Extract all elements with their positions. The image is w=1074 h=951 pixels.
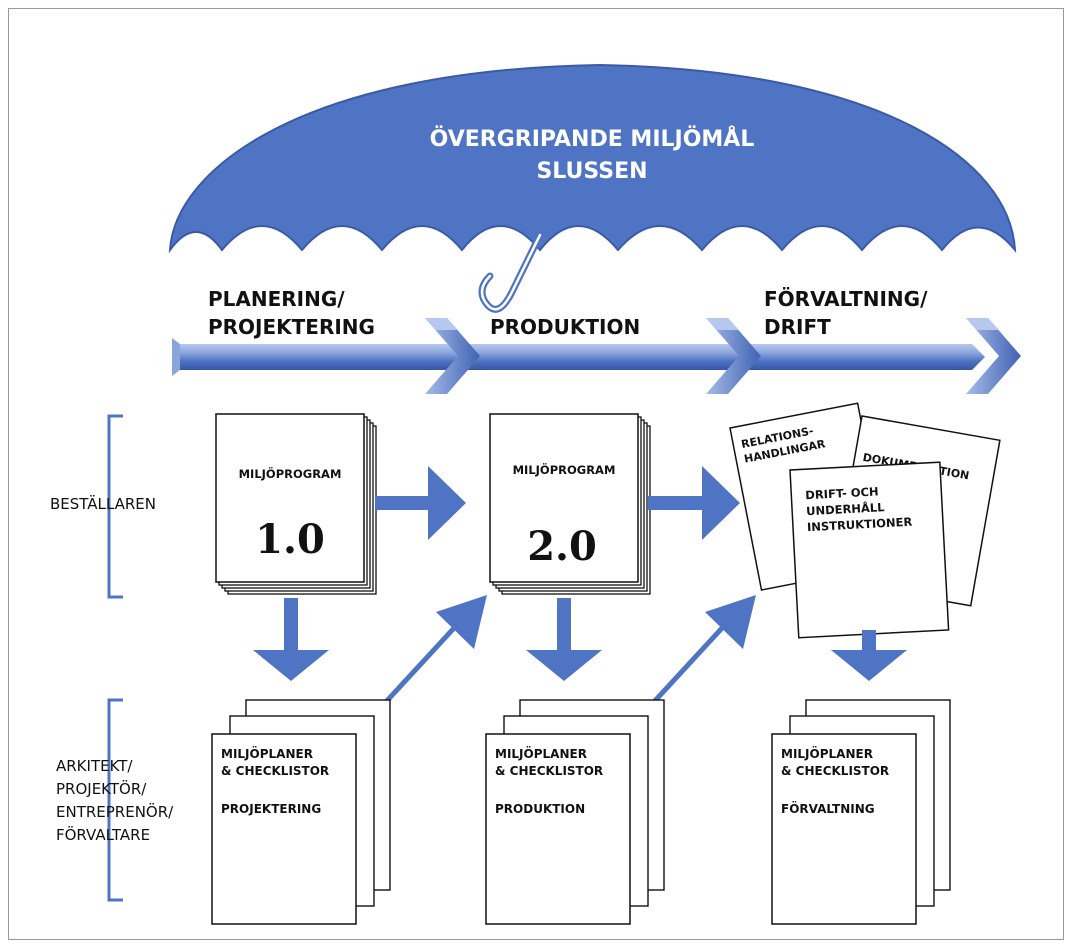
arrow-handover-down [831,630,907,681]
plans-3-line1: MILJÖPLANER [781,746,873,761]
timeline-chevron-3 [966,318,1021,394]
role-label-designer: PROJEKTÖR/ [56,779,147,798]
timeline-chevron-1 [425,318,480,394]
arrow-plans1-to-program2-shaft [382,625,457,706]
plans-1-line1: MILJÖPLANER [221,746,313,761]
diagram-frame [8,8,1064,940]
timeline-chevron-2-top [706,318,739,330]
plans-stack-2: MILJÖPLANER & CHECKLISTOR PRODUKTION [485,699,665,925]
others-bracket [107,698,123,902]
arrow-plans2-to-handover-head [705,595,756,649]
timeline-chevron-3-top [966,318,999,330]
timeline-band-body [175,344,985,370]
feedback-arrows [382,595,756,706]
role-label-contractor: ENTREPRENÖR/ [56,802,174,821]
plans-stack-3: MILJÖPLANER & CHECKLISTOR FÖRVALTNING [771,699,951,925]
plans-2-line1: MILJÖPLANER [495,746,587,761]
flow-arrows [253,466,907,681]
timeline-band-start [172,338,180,376]
instructions-doc-line3: INSTRUKTIONER [807,515,913,535]
plans-stack-1: MILJÖPLANER & CHECKLISTOR PROJEKTERING [211,699,391,925]
umbrella-title-line2: SLUSSEN [536,159,647,184]
handover-documents: RELATIONS- HANDLINGAR DOKUMENTATION DRIF… [729,402,1001,639]
program-book-2: MILJÖPROGRAM 2.0 [489,413,651,595]
program-2-version: 2.0 [527,523,597,570]
phase-label-production: PRODUKTION [490,315,640,339]
plans-2-phase: PRODUKTION [495,802,585,816]
arrow-program1-down [253,598,329,681]
instructions-doc-line2: UNDERHÅLL [806,499,886,518]
program-1-title: MILJÖPROGRAM [239,466,342,481]
arrow-program1-to-program2 [375,466,466,540]
arrow-plans1-to-program2-head [436,595,487,649]
timeline-chevron-2 [706,318,761,394]
arrow-plans2-to-handover-shaft [650,625,725,706]
role-label-client: BESTÄLLAREN [50,494,156,513]
umbrella-canopy [168,63,1017,254]
phase-label-operation-line2: DRIFT [764,315,831,339]
timeline-band [172,318,1021,394]
program-1-version: 1.0 [255,516,325,563]
phase-label-planning-line2: PROJEKTERING [208,315,375,339]
plans-2-line2: & CHECKLISTOR [495,764,603,778]
instructions-document: DRIFT- OCH UNDERHÅLL INSTRUKTIONER [789,461,950,639]
program-book-1: MILJÖPROGRAM 1.0 [215,413,377,595]
plans-1-line2: & CHECKLISTOR [221,764,329,778]
plans-3-line2: & CHECKLISTOR [781,764,889,778]
timeline-chevron-1-top [425,318,458,330]
arrow-program2-down [526,598,602,681]
plans-3-phase: FÖRVALTNING [781,801,875,816]
umbrella-title-line1: ÖVERGRIPANDE MILJÖMÅL [430,126,755,152]
umbrella: ÖVERGRIPANDE MILJÖMÅL SLUSSEN [168,63,1017,313]
umbrella-handle-inner [480,233,542,311]
umbrella-handle [478,231,544,313]
role-label-architect: ARKITEKT/ [56,757,133,775]
program-2-title: MILJÖPROGRAM [513,462,616,477]
phase-label-operation-line1: FÖRVALTNING/ [764,287,928,311]
plans-1-phase: PROJEKTERING [221,802,321,816]
client-bracket [107,414,123,599]
arrow-program2-to-handover [648,466,740,540]
phase-label-planning-line1: PLANERING/ [208,287,345,311]
instructions-doc-line1: DRIFT- OCH [805,484,879,502]
role-label-manager: FÖRVALTARE [56,825,150,844]
